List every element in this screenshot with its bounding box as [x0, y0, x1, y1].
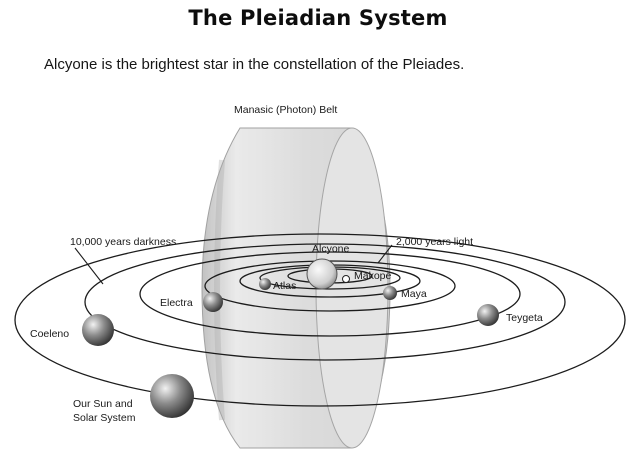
alcyone-star: [306, 258, 338, 290]
orbit-sun: [14, 233, 626, 407]
makope-label: Makope: [354, 270, 392, 282]
makope-star: [342, 275, 350, 283]
maya-star: [383, 286, 397, 300]
page-title: The Pleiadian System: [188, 6, 448, 30]
coeleno-star: [82, 314, 114, 346]
electra-label: Electra: [160, 297, 193, 309]
sun-label-line1: Our Sun and: [73, 398, 133, 410]
darkness-label: 10,000 years darkness: [70, 236, 176, 248]
teygeta-star: [477, 304, 499, 326]
belt-label: Manasic (Photon) Belt: [234, 104, 337, 116]
atlas-star: [259, 278, 271, 290]
sun-label-line2: Solar System: [73, 412, 136, 424]
teygeta-label: Teygeta: [506, 312, 543, 324]
pointer-lines: [74, 244, 393, 285]
coeleno-label: Coeleno: [30, 328, 69, 340]
alcyone-label: Alcyone: [312, 243, 350, 255]
electra-star: [203, 292, 223, 312]
page-subtitle: Alcyone is the brightest star in the con…: [44, 56, 465, 73]
orbit-coeleno: [84, 243, 566, 361]
orbit-teygeta: [139, 251, 521, 337]
maya-label: Maya: [401, 288, 427, 300]
light-label: 2,000 years light: [396, 236, 473, 248]
our-sun: [150, 374, 194, 418]
atlas-label: Atlas: [273, 280, 296, 292]
